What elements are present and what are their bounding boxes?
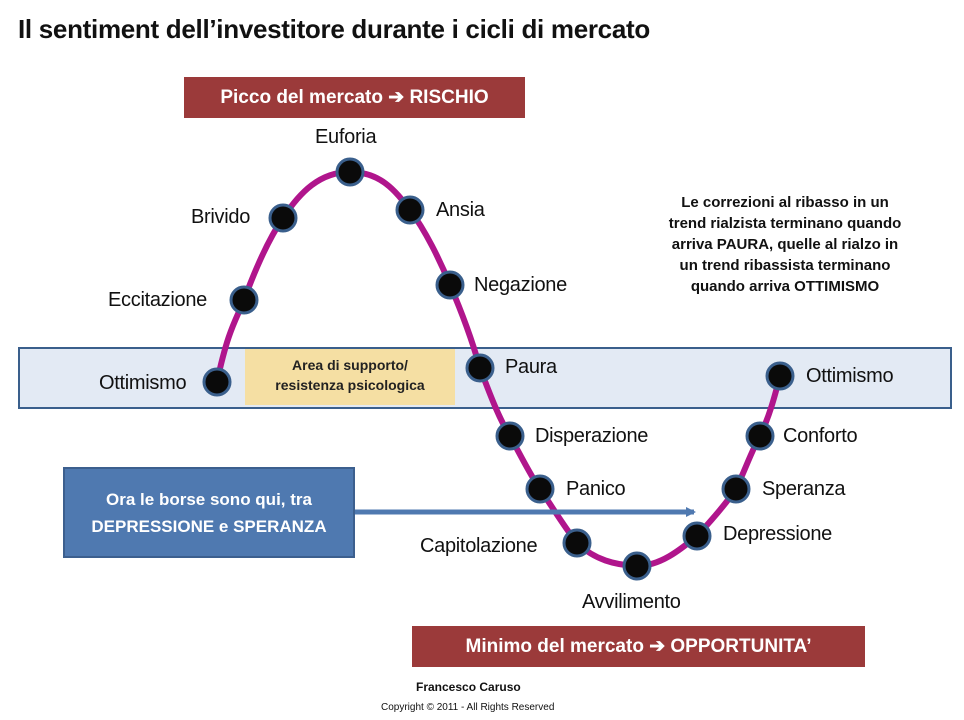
- stage-label-capitolazione: Capitolazione: [420, 535, 538, 557]
- stage-dot-brivido: [268, 203, 298, 233]
- stage-label-ottimismo: Ottimismo: [99, 372, 187, 394]
- note-line-3: arriva PAURA, quelle al rialzo in: [671, 236, 899, 253]
- stage-dot-disperazione: [495, 421, 525, 451]
- stage-label-euforia: Euforia: [315, 126, 377, 148]
- stage-dot-ansia: [395, 195, 425, 225]
- correction-note: Le correzioni al ribasso in un trend ria…: [640, 192, 930, 297]
- stage-dot-negazione: [435, 270, 465, 300]
- stage-label-ansia: Ansia: [436, 199, 485, 221]
- note-line-5: quando arriva OTTIMISMO: [690, 278, 880, 295]
- stage-dot-conforto: [745, 421, 775, 451]
- stage-label-speranza: Speranza: [762, 478, 846, 500]
- author: Francesco Caruso: [416, 680, 521, 694]
- stage-label-negazione: Negazione: [474, 274, 567, 296]
- stage-markers: [202, 157, 795, 581]
- page-title: Il sentiment dell’investitore durante i …: [18, 14, 650, 44]
- support-area-line-2: resistenza psicologica: [275, 377, 425, 393]
- stage-label-eccitazione: Eccitazione: [108, 289, 207, 311]
- stage-label-ottimismo-2: Ottimismo: [806, 365, 894, 387]
- stage-label-panico: Panico: [566, 478, 626, 500]
- current-position-line-2: DEPRESSIONE e SPERANZA: [91, 517, 327, 536]
- current-position-line-1: Ora le borse sono qui, tra: [106, 490, 312, 509]
- stage-dot-eccitazione: [229, 285, 259, 315]
- stage-dot-ottimismo: [202, 367, 232, 397]
- stage-dot-speranza: [721, 474, 751, 504]
- stage-label-avvilimento: Avvilimento: [582, 591, 681, 613]
- market-bottom-box: Minimo del mercato ➔ OPPORTUNITA’: [412, 626, 865, 667]
- copyright: Copyright © 2011 - All Rights Reserved: [381, 702, 555, 713]
- stage-dot-panico: [525, 474, 555, 504]
- note-line-2: trend rialzista terminano quando: [668, 215, 902, 232]
- current-position-box: Ora le borse sono qui, tra DEPRESSIONE e…: [63, 467, 355, 558]
- stage-dot-capitolazione: [562, 528, 592, 558]
- market-peak-box: Picco del mercato ➔ RISCHIO: [184, 77, 525, 118]
- support-area-line-1: Area di supporto/: [292, 357, 408, 373]
- stage-dot-ottimismo-2: [765, 361, 795, 391]
- stage-label-paura: Paura: [505, 356, 557, 378]
- stage-dot-depressione: [682, 521, 712, 551]
- note-line-1: Le correzioni al ribasso in un: [681, 194, 889, 211]
- stage-label-disperazione: Disperazione: [535, 425, 649, 447]
- stage-label-conforto: Conforto: [783, 425, 858, 447]
- stage-label-brivido: Brivido: [191, 206, 251, 228]
- stage-dot-euforia: [335, 157, 365, 187]
- stage-dot-avvilimento: [622, 551, 652, 581]
- stage-label-depressione: Depressione: [723, 523, 832, 545]
- stage-dot-paura: [465, 353, 495, 383]
- note-line-4: un trend ribassista terminano: [679, 257, 891, 274]
- support-area-label: Area di supporto/ resistenza psicologica: [245, 349, 455, 405]
